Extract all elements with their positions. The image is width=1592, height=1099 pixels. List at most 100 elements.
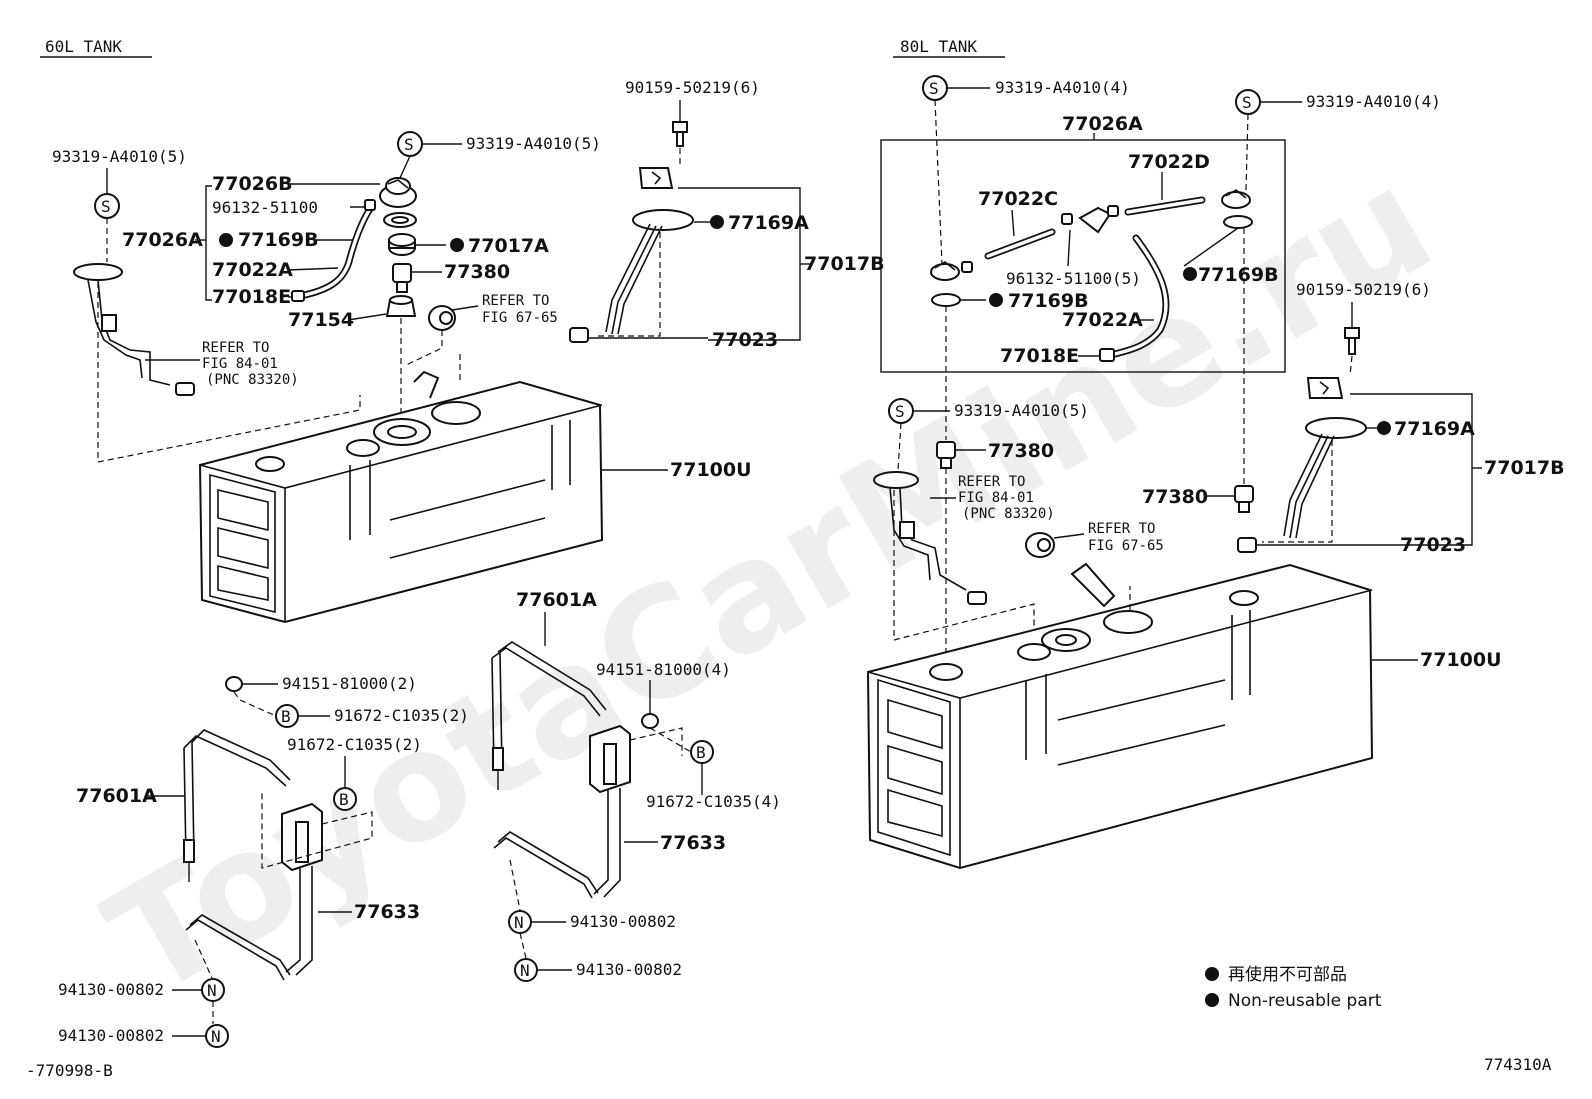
nonreusable-dot (710, 215, 724, 229)
leader-dashed (893, 490, 1035, 641)
leader-dashed (897, 422, 902, 471)
leader (1053, 533, 1085, 539)
label-77018e-right: 77018E (1000, 345, 1079, 367)
label-77154: 77154 (288, 309, 354, 331)
leader (1011, 209, 1015, 237)
legend-jp: 再使用不可部品 (1228, 964, 1347, 985)
nonreusable-dot (450, 238, 464, 252)
label-77026b: 77026B (212, 173, 293, 195)
label-77601a-left: 77601A (76, 785, 157, 807)
label-77633-center: 77633 (660, 832, 726, 854)
section-title-80l: 80L TANK (900, 37, 977, 56)
bracket (1350, 393, 1473, 546)
leader (1067, 229, 1071, 267)
label-93319-r2: 93319-A4010(4) (1306, 92, 1441, 111)
label-77026a-right: 77026A (1062, 113, 1143, 135)
nut-94151-left (225, 676, 243, 692)
symbol-b: B (696, 743, 706, 762)
label-93319-r3: 93319-A4010(5) (954, 401, 1089, 420)
label-77022d: 77022D (1128, 151, 1210, 173)
label-refer-8401-1: REFER TO (202, 340, 269, 356)
label-77633-left: 77633 (354, 901, 420, 923)
symbol-n: N (514, 913, 524, 932)
clamp-77018e (291, 290, 305, 302)
label-refer-8401-r2: FIG 84-01 (958, 490, 1034, 506)
label-94151-4: 94151-81000(4) (596, 660, 731, 679)
fuel-sender-right (873, 471, 987, 605)
nonreusable-dot (1183, 267, 1197, 281)
fuel-tank-60l (198, 370, 604, 624)
leader-dashed (194, 939, 213, 979)
label-refer-6765-r2: FIG 67-65 (1088, 538, 1164, 554)
nonreusable-dot (989, 293, 1003, 307)
leader-dashed (649, 727, 692, 753)
label-93319-left: 93319-A4010(5) (52, 147, 187, 166)
label-93319-r1: 93319-A4010(4) (995, 78, 1130, 97)
label-77022c: 77022C (978, 188, 1058, 210)
label-77022a-right: 77022A (1062, 309, 1143, 331)
legend-en: Non-reusable part (1228, 991, 1382, 1011)
label-94151-2: 94151-81000(2) (282, 674, 417, 693)
cap-77026b (379, 177, 417, 208)
label-93319-center: 93319-A4010(5) (466, 134, 601, 153)
label-77100u-right: 77100U (1420, 649, 1502, 671)
label-refer-8401-2: FIG 84-01 (202, 356, 278, 372)
label-77023-left: 77023 (712, 329, 778, 351)
nut-94151-center (641, 713, 659, 729)
leader (451, 305, 479, 311)
valve-77380-left (392, 263, 412, 293)
leader-dashed (934, 99, 943, 265)
symbol-s: S (101, 197, 111, 216)
symbol-s: S (404, 135, 414, 154)
leader (347, 313, 387, 321)
leader-dashed (1262, 440, 1333, 543)
joint-connector (1061, 205, 1119, 234)
label-90159-right: 90159-50219(6) (1296, 280, 1431, 299)
clip-96132 (364, 199, 376, 211)
gasket-77169b-right-1 (1223, 215, 1253, 229)
symbol-s: S (929, 79, 939, 98)
bracket-77633-center (493, 724, 631, 899)
strap-77601a-left (183, 729, 291, 882)
leader (399, 155, 411, 179)
legend-dot-jp (1205, 967, 1219, 981)
symbol-s: S (895, 402, 905, 421)
label-91672-4: 91672-C1035(4) (646, 792, 781, 811)
symbol-b: B (339, 790, 349, 809)
label-77017a: 77017A (468, 235, 549, 257)
label-94130-l2: 94130-00802 (58, 1026, 164, 1045)
leader-dashed (261, 790, 373, 869)
filler-cap-right (1025, 532, 1055, 558)
nonreusable-dot (219, 233, 233, 247)
label-96132-left: 96132-51100 (212, 198, 318, 217)
bolt-90159-left (672, 121, 688, 147)
symbol-s: S (1242, 93, 1252, 112)
valve-cap-right-2 (930, 261, 973, 281)
clamp-77018e-right (1099, 348, 1115, 362)
label-77169a-left: 77169A (728, 212, 809, 234)
valve-77380-right-1 (936, 441, 956, 469)
fuel-tank-80l (866, 562, 1374, 870)
leader (287, 267, 339, 271)
symbol-n: N (207, 981, 217, 1000)
leader-dashed (233, 691, 277, 717)
label-94130-c2: 94130-00802 (576, 960, 682, 979)
section-title-60l: 60L TANK (45, 37, 122, 56)
leader (1183, 227, 1239, 267)
fuel-sender-left (73, 263, 195, 396)
strap-77601a-center (491, 641, 607, 790)
legend-dot-en (1205, 993, 1219, 1007)
leader-dashed (97, 282, 361, 463)
pump-sender-left (569, 167, 694, 343)
leader-dashed (1245, 113, 1249, 191)
bolt-90159-right (1344, 327, 1360, 355)
label-77169b-left: 77169B (238, 229, 319, 251)
assembly-box-77026a (880, 139, 1286, 373)
bracket (205, 185, 212, 301)
leader-dashed (1349, 355, 1353, 377)
symbol-n: N (520, 961, 530, 980)
label-77026a-left: 77026A (122, 229, 203, 251)
label-90159-left: 90159-50219(6) (625, 78, 760, 97)
label-77017b-right: 77017B (1484, 457, 1565, 479)
